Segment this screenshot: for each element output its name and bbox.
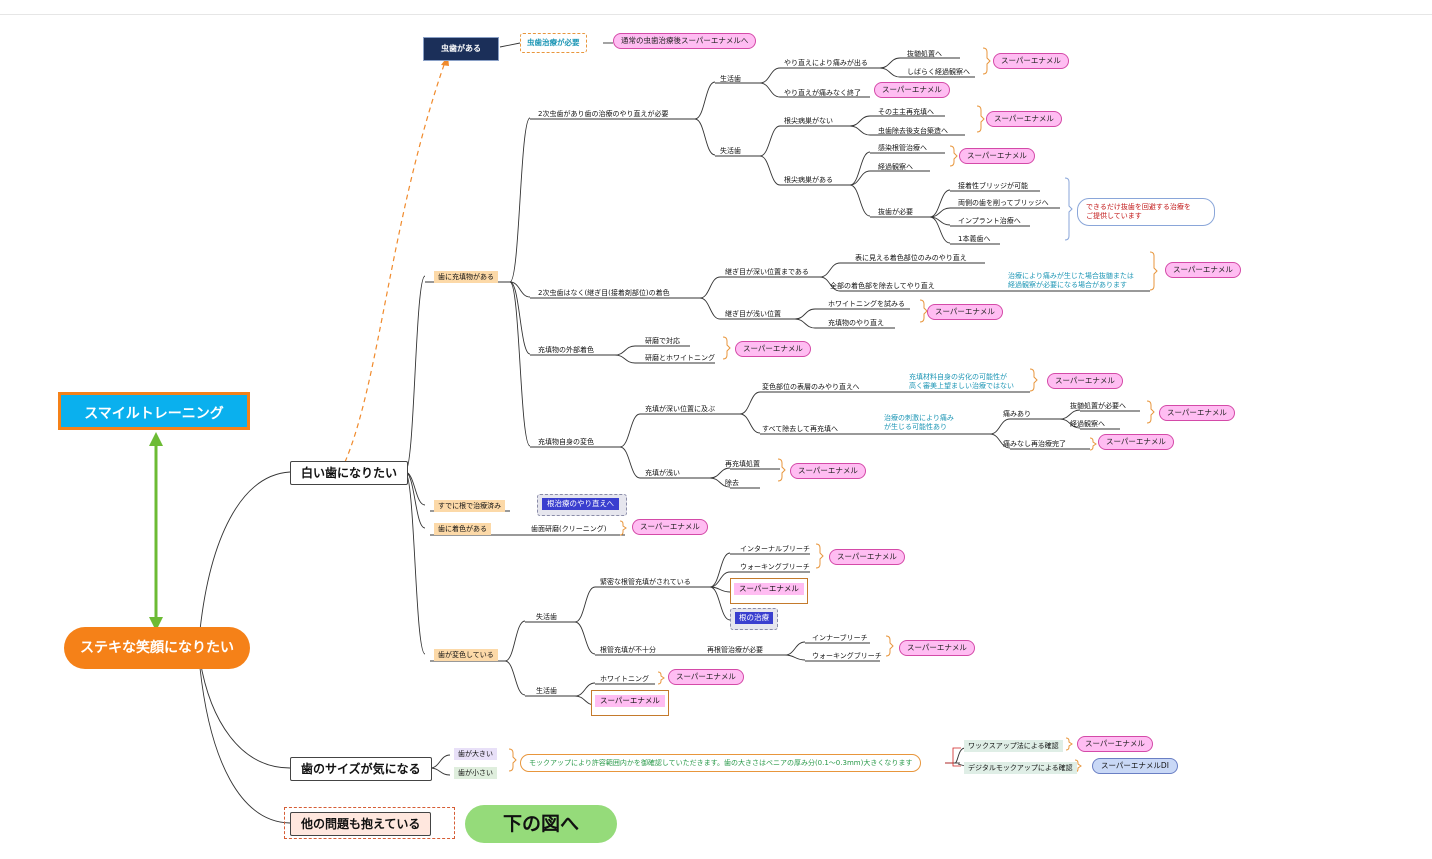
branch-other-problems-frame: [284, 807, 455, 839]
fill-inner[interactable]: 充填物自身の変色: [538, 438, 594, 446]
size-wax[interactable]: ワックスアップ法による確認: [964, 740, 1063, 752]
fill-lesion[interactable]: 根尖病巣がある: [784, 176, 833, 184]
se-7[interactable]: スーパーエナメル: [735, 341, 811, 357]
size-note[interactable]: モックアップにより許容範囲内かを御確認していただきます。歯の大きさはベニアの厚み…: [520, 754, 922, 772]
se-1[interactable]: スーパーエナメル: [993, 53, 1069, 69]
branch-other-problems[interactable]: 他の問題も抱えている: [290, 812, 432, 836]
done-retreat[interactable]: 根治療のやり直えへ: [542, 498, 619, 510]
fill-all-note: 治療により痛みが生じた場合抜髄または 経過観察が必要になる場合があります: [1008, 272, 1134, 289]
fill-secondary-caries[interactable]: 2次虫歯があり歯の治療のやり直えが必要: [538, 110, 669, 118]
fill-refill2[interactable]: 充填物のやり直え: [828, 319, 884, 327]
se-13[interactable]: スーパーエナメル: [829, 549, 905, 565]
fill-remove[interactable]: 除去: [725, 479, 739, 487]
fill-implant[interactable]: インプラント治療へ: [958, 217, 1021, 225]
fill-refill[interactable]: その主主再充填へ: [878, 108, 934, 116]
disc-walking2[interactable]: ウォーキングブリーチ: [812, 652, 882, 660]
se-5[interactable]: スーパーエナメル: [1165, 262, 1241, 278]
disc-dead[interactable]: 失活歯: [536, 613, 557, 621]
fill-denture[interactable]: 1本義歯へ: [958, 235, 991, 243]
fill-visible[interactable]: 表に見える着色部位のみのやり直え: [855, 254, 967, 262]
disc-root[interactable]: 根の治療: [735, 612, 773, 624]
se-11[interactable]: スーパーエナメル: [790, 463, 866, 479]
fill-pain[interactable]: やり直えにより痛みが出る: [784, 59, 868, 67]
fill-nopain[interactable]: やり直えが痛みなく終了: [784, 89, 861, 97]
fill-node[interactable]: 歯に充填物がある: [434, 271, 498, 283]
fill-extract-note: できるだけ抜歯を回避する治療を ご提供しています: [1077, 198, 1215, 226]
fill-no-lesion[interactable]: 根尖病巣がない: [784, 117, 833, 125]
disc-internal[interactable]: インターナルブリーチ: [740, 545, 810, 553]
top-divider: [0, 14, 1432, 15]
fill-allre[interactable]: すべて除去して再充填へ: [762, 425, 839, 433]
size-big[interactable]: 歯が大きい: [454, 748, 497, 760]
branch-white-teeth[interactable]: 白い歯になりたい: [290, 461, 409, 485]
fill-shallow[interactable]: 継ぎ目が浅い位置: [725, 310, 781, 318]
done-node[interactable]: すでに根で治療済み: [434, 500, 506, 512]
stain-clean[interactable]: 歯面研磨(クリーニング): [531, 525, 607, 533]
next-figure-button[interactable]: 下の図へ: [465, 805, 617, 843]
stain-node[interactable]: 歯に着色がある: [434, 523, 491, 535]
disc-bad[interactable]: 根管充填が不十分: [600, 646, 656, 654]
caries-need-treatment[interactable]: 虫歯治療が必要: [520, 33, 587, 53]
fill-pain-yes[interactable]: 痛みあり: [1003, 410, 1031, 418]
se-9[interactable]: スーパーエナメル: [1159, 405, 1235, 421]
fill-whiten[interactable]: ホワイトニングを試みる: [828, 300, 905, 308]
fill-nopain2[interactable]: 痛みなし再治療完了: [1003, 440, 1066, 448]
branch-tooth-size[interactable]: 歯のサイズが気になる: [290, 757, 432, 781]
se-14[interactable]: スーパーエナメル: [734, 583, 804, 595]
fill-polish-whiten[interactable]: 研磨とホワイトニング: [645, 354, 715, 362]
disc-whiten[interactable]: ホワイトニング: [600, 675, 649, 683]
disc-inner[interactable]: インナーブリーチ: [812, 634, 868, 642]
fill-live-tooth[interactable]: 生活歯: [720, 75, 741, 83]
se-4[interactable]: スーパーエナメル: [959, 148, 1035, 164]
fill-surface[interactable]: 変色部位の表層のみやり直えへ: [762, 383, 860, 391]
fill-pain-yes-obs[interactable]: 経過観察へ: [1070, 420, 1105, 428]
se-3[interactable]: スーパーエナメル: [986, 111, 1062, 127]
fill-polish[interactable]: 研磨で対応: [645, 337, 680, 345]
se-10[interactable]: スーパーエナメル: [1098, 434, 1174, 450]
fill-deep-pos[interactable]: 充填が深い位置に及ぶ: [645, 405, 715, 413]
size-di[interactable]: スーパーエナメルDI: [1092, 758, 1178, 774]
central-topic[interactable]: ステキな笑顔になりたい: [64, 627, 250, 669]
fill-surface-note: 充填材料自身の劣化の可能性が 高く審美上望ましい治療ではない: [909, 373, 1014, 390]
fill-extract[interactable]: 抜歯が必要: [878, 208, 913, 216]
fill-post[interactable]: 虫歯除去後支台築造へ: [878, 127, 948, 135]
fill-root[interactable]: しばらく経過観察へ: [907, 68, 970, 76]
caries-after-treatment[interactable]: 通常の虫歯治療後スーパーエナメルへ: [613, 33, 757, 49]
se-2[interactable]: スーパーエナメル: [874, 82, 950, 98]
se-6[interactable]: スーパーエナメル: [927, 304, 1003, 320]
se-17[interactable]: スーパーエナメル: [595, 695, 665, 707]
disc-live[interactable]: 生活歯: [536, 687, 557, 695]
fill-bridge2[interactable]: 両側の歯を削ってブリッジへ: [958, 199, 1049, 207]
fill-allre-note: 治療の刺激により痛み が生じる可能性あり: [884, 414, 954, 431]
smile-training-node[interactable]: スマイルトレーニング: [58, 392, 250, 430]
fill-pain-yes-pulp[interactable]: 抜髄処置が必要へ: [1070, 402, 1126, 410]
se-12[interactable]: スーパーエナメル: [632, 519, 708, 535]
fill-refill3[interactable]: 再充填処置: [725, 460, 760, 468]
se-16[interactable]: スーパーエナメル: [668, 669, 744, 685]
fill-all[interactable]: 全部の着色部を除去してやり直え: [830, 282, 935, 290]
fill-bridge[interactable]: 接着性ブリッジが可能: [958, 182, 1028, 190]
disc-walking[interactable]: ウォーキングブリーチ: [740, 563, 810, 571]
fill-dead-tooth[interactable]: 失活歯: [720, 147, 741, 155]
size-digital[interactable]: デジタルモックアップによる確認: [964, 762, 1077, 774]
se-15[interactable]: スーパーエナメル: [899, 640, 975, 656]
fill-deep[interactable]: 継ぎ目が深い位置まである: [725, 268, 809, 276]
fill-pulp[interactable]: 抜髄処置へ: [907, 50, 942, 58]
disc-good[interactable]: 緊密な根管充填がされている: [600, 578, 691, 586]
fill-observe[interactable]: 経過観察へ: [878, 163, 913, 171]
fill-retreat[interactable]: 感染根管治療へ: [878, 144, 927, 152]
size-small[interactable]: 歯が小さい: [454, 767, 497, 779]
caries-node[interactable]: 虫歯がある: [423, 37, 499, 61]
fill-shallow-pos[interactable]: 充填が浅い: [645, 469, 680, 477]
disc-node[interactable]: 歯が変色している: [434, 649, 498, 661]
se-8[interactable]: スーパーエナメル: [1047, 373, 1123, 389]
fill-no-caries[interactable]: 2次虫歯はなく(継ぎ目(接着剤部位)の着色: [538, 289, 670, 297]
se-18[interactable]: スーパーエナメル: [1077, 736, 1153, 752]
disc-redo[interactable]: 再根管治療が必要: [707, 646, 763, 654]
fill-external[interactable]: 充填物の外部着色: [538, 346, 594, 354]
